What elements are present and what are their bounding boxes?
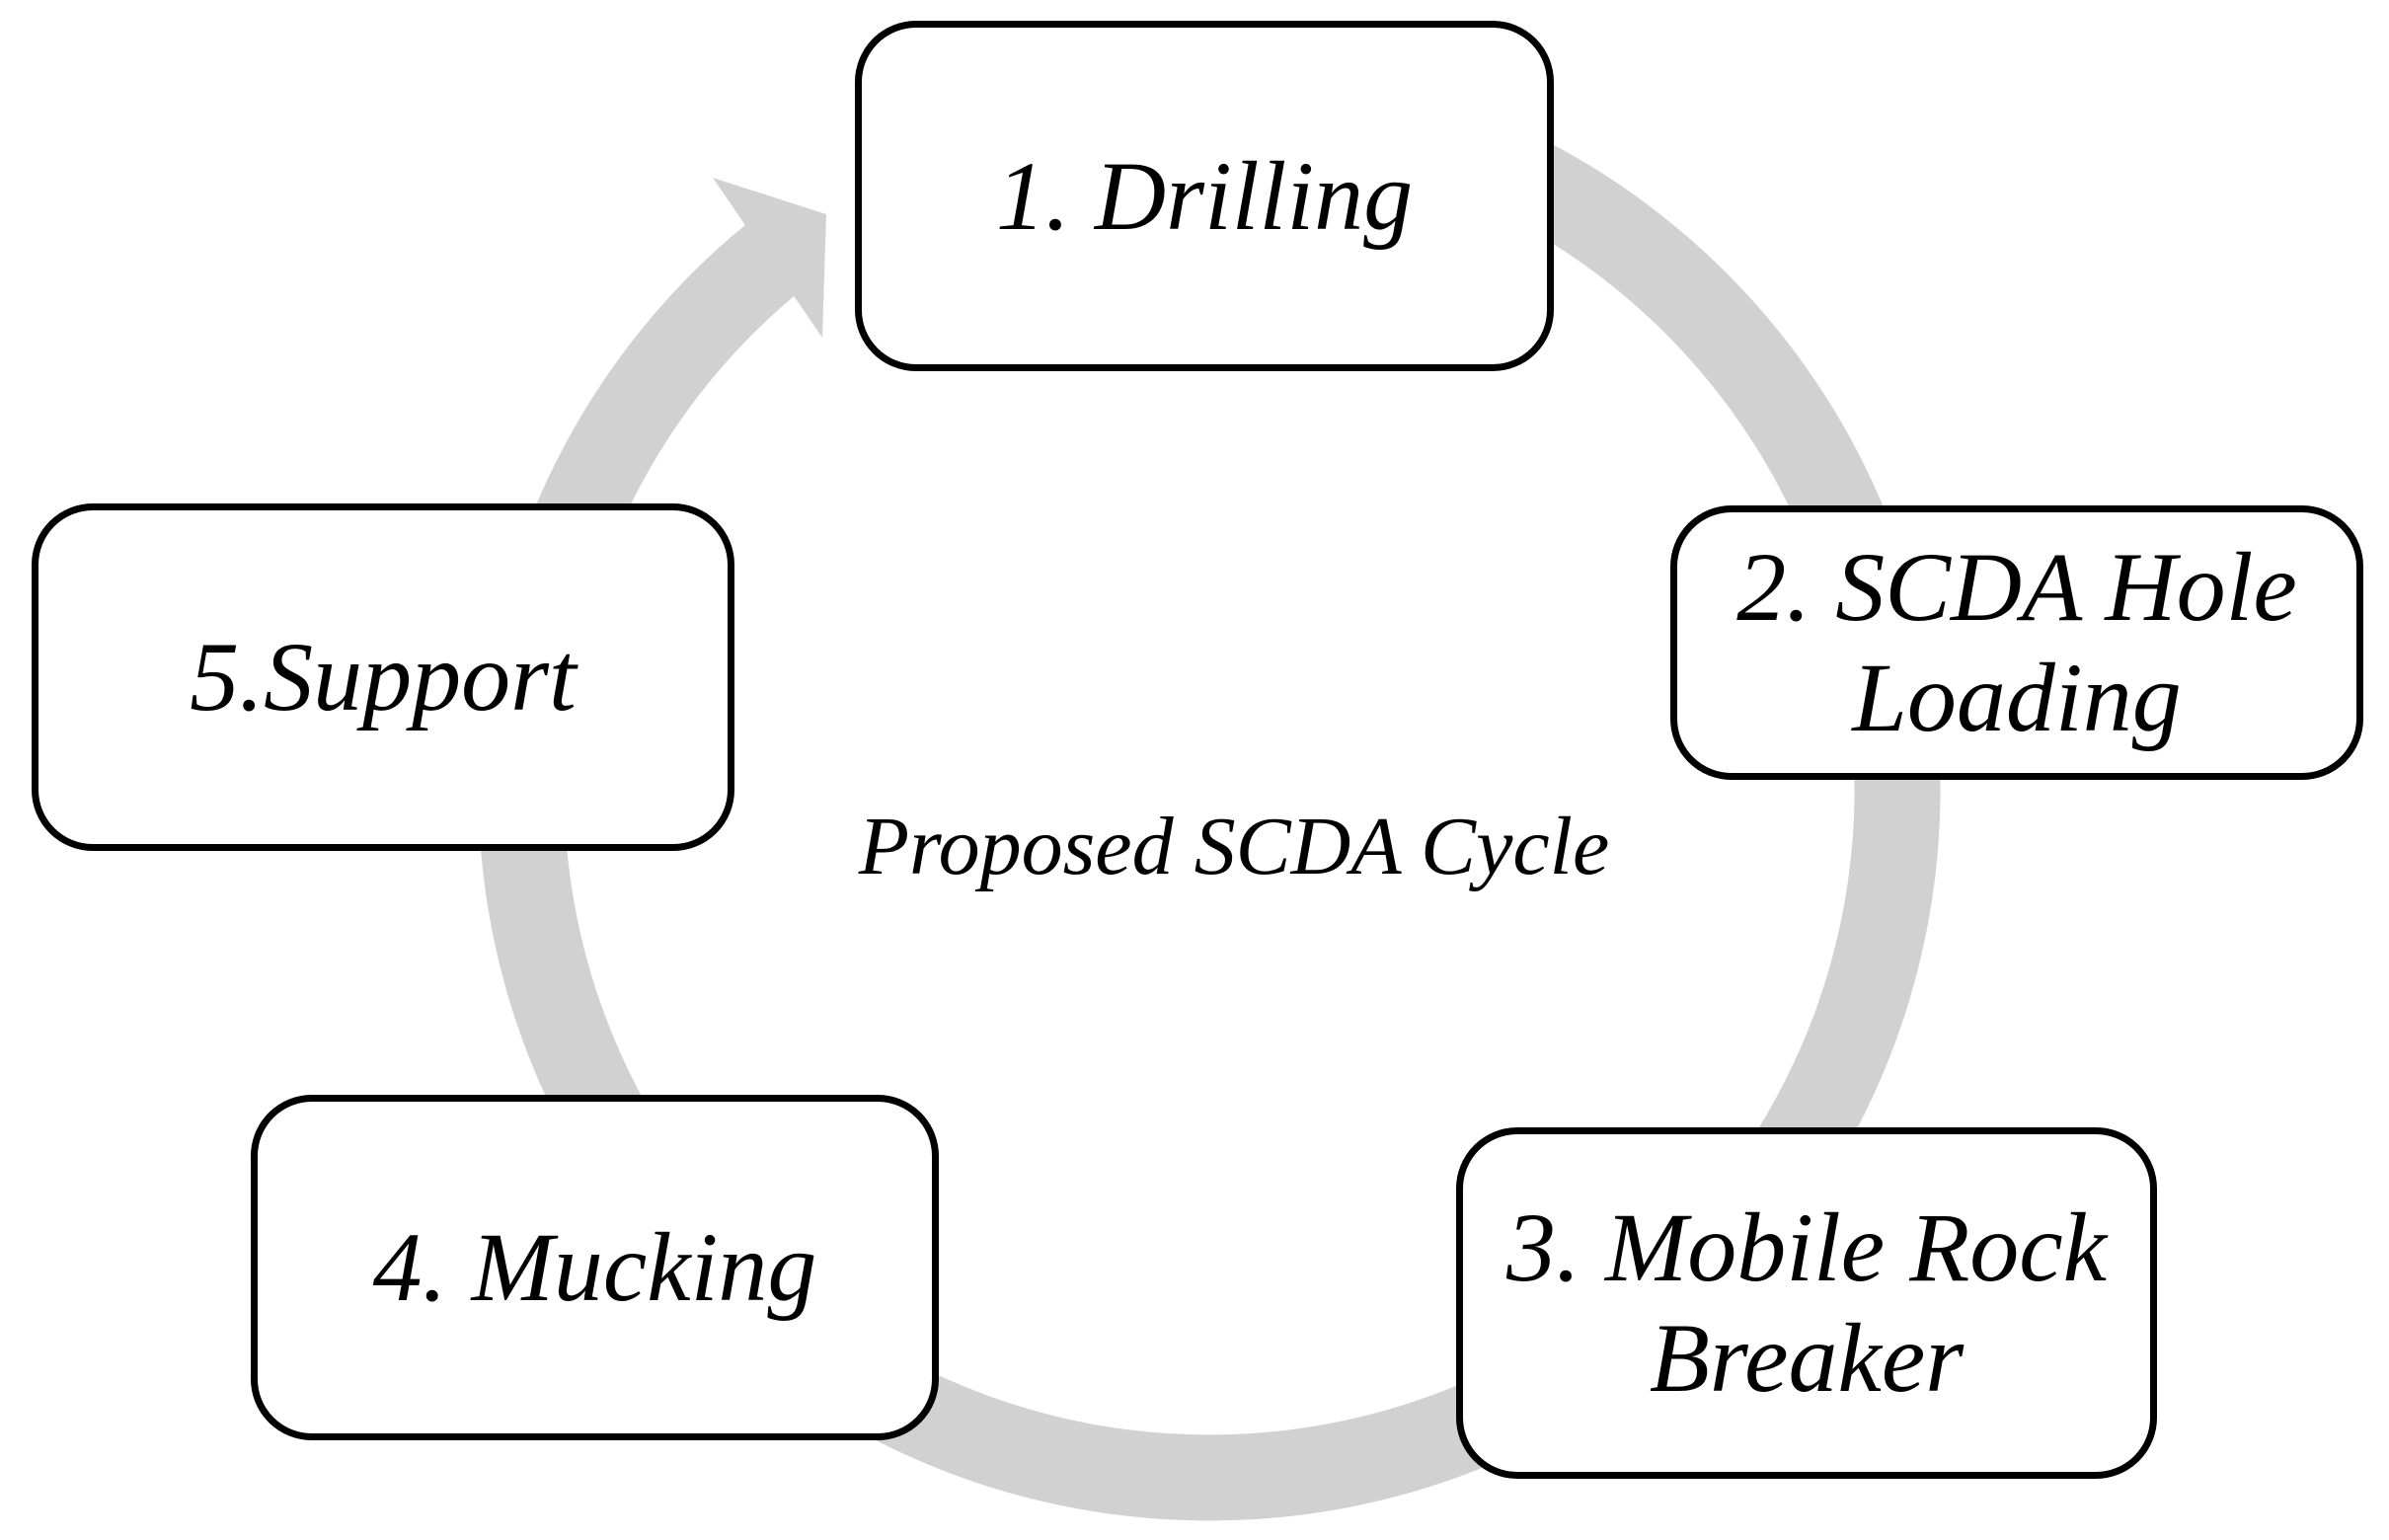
step-box-scda-hole-loading: 2. SCDA Hole Loading	[1670, 505, 2363, 780]
diagram-title: Proposed SCDA Cycle	[858, 801, 1610, 892]
step-box-mucking: 4. Mucking	[251, 1095, 939, 1440]
step-label: 2. SCDA Hole Loading	[1736, 532, 2297, 752]
step-box-drilling: 1. Drilling	[855, 21, 1554, 371]
clockwise-arrowhead-icon	[713, 178, 826, 338]
step-label: 1. Drilling	[995, 140, 1414, 251]
step-box-support: 5.Support	[32, 503, 734, 851]
step-label: 5.Support	[190, 622, 577, 732]
step-box-mobile-rock-breaker: 3. Mobile Rock Breaker	[1456, 1127, 2157, 1479]
step-label: 4. Mucking	[372, 1212, 817, 1322]
step-label: 3. Mobile Rock Breaker	[1505, 1193, 2108, 1413]
